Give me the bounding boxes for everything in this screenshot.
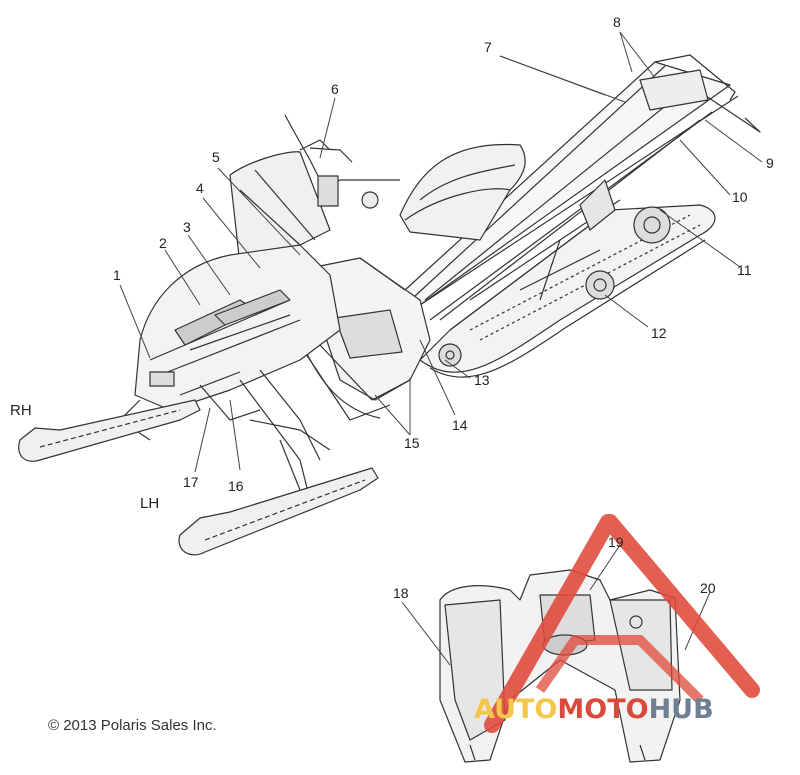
callout-14: 14: [452, 417, 468, 433]
lh-label: LH: [140, 495, 160, 512]
callout-1: 1: [113, 267, 121, 283]
windshield: [229, 151, 331, 266]
watermark-part-hub: HUB: [648, 694, 714, 725]
callout-8: 8: [613, 14, 621, 30]
callout-11: 11: [737, 262, 752, 278]
front-hood: [134, 244, 341, 421]
seat: [399, 143, 526, 241]
callout-18: 18: [393, 585, 409, 601]
callout-17: 17: [183, 474, 199, 490]
handlebars: [284, 114, 400, 209]
callout-12: 12: [651, 325, 667, 341]
callout-15: 15: [404, 435, 420, 451]
callout-13: 13: [474, 372, 490, 388]
watermark-part-auto: AUTO: [474, 694, 558, 725]
callout-20: 20: [700, 580, 716, 596]
callout-4: 4: [196, 180, 204, 196]
skis: [18, 399, 379, 556]
callout-19: 19: [608, 534, 624, 550]
watermark-part-moto: MOTO: [557, 694, 649, 725]
watermark-logo: [484, 514, 760, 733]
callout-5: 5: [212, 149, 220, 165]
rh-label: RH: [10, 402, 32, 419]
callout-2: 2: [159, 235, 167, 251]
callout-7: 7: [484, 39, 492, 55]
rear-suspension: [438, 179, 671, 367]
callout-10: 10: [732, 189, 748, 205]
leader-lines: [119, 31, 763, 666]
callout-3: 3: [183, 219, 191, 235]
tunnel-rails: [404, 54, 761, 321]
callout-9: 9: [766, 155, 774, 171]
callout-16: 16: [228, 478, 244, 494]
watermark-text: AUTOMOTOHUB: [474, 694, 714, 725]
callout-6: 6: [331, 81, 339, 97]
copyright-text: © 2013 Polaris Sales Inc.: [48, 717, 217, 734]
